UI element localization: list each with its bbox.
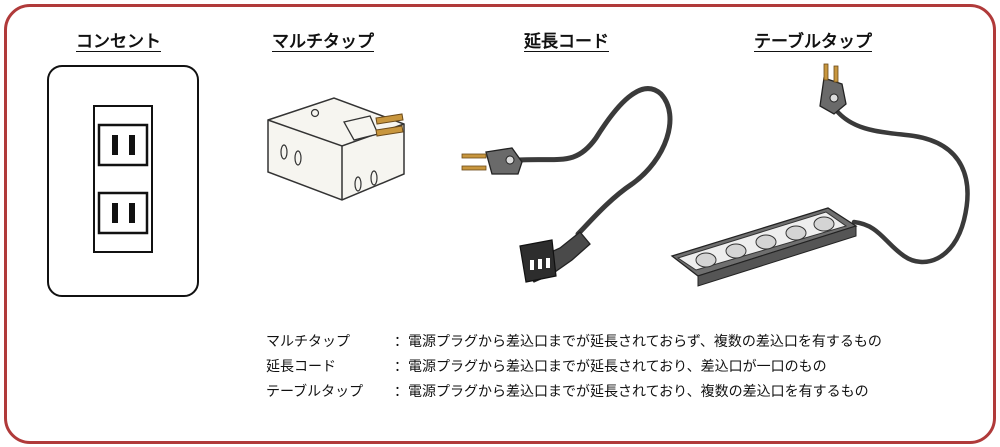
wall-outlet-icon xyxy=(47,65,199,297)
definition-row: マルチタップ ：電源プラグから差込口までが延長されておらず、複数の差込口を有する… xyxy=(266,330,882,355)
heading-table-tap: テーブルタップ xyxy=(754,32,872,52)
definition-desc: ：電源プラグから差込口までが延長されており、差込口が一口のもの xyxy=(394,359,827,375)
definition-row: テーブルタップ ：電源プラグから差込口までが延長されており、複数の差込口を有する… xyxy=(266,380,882,405)
heading-multi-tap: マルチタップ xyxy=(272,32,374,52)
heading-outlet: コンセント xyxy=(76,32,161,52)
definition-term: マルチタップ xyxy=(266,334,350,350)
definition-list: マルチタップ ：電源プラグから差込口までが延長されておらず、複数の差込口を有する… xyxy=(266,330,882,405)
multi-tap-adapter-icon xyxy=(267,97,405,201)
power-strip-icon xyxy=(670,63,970,287)
heading-extension-cord: 延長コード xyxy=(524,32,609,52)
extension-cord-icon xyxy=(461,86,673,283)
definition-row: 延長コード ：電源プラグから差込口までが延長されており、差込口が一口のもの xyxy=(266,355,882,380)
definition-desc: ：電源プラグから差込口までが延長されており、複数の差込口を有するもの xyxy=(394,384,869,400)
definition-term: テーブルタップ xyxy=(266,384,364,400)
definition-desc: ：電源プラグから差込口までが延長されておらず、複数の差込口を有するもの xyxy=(394,334,882,350)
definition-term: 延長コード xyxy=(266,359,336,375)
